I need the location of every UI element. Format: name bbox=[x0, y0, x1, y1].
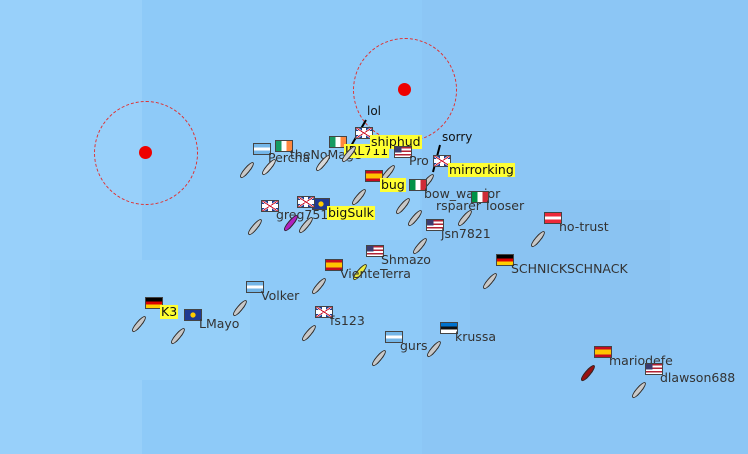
boat-name-label: shiphud bbox=[370, 134, 422, 149]
boat-name-label: Pro bbox=[409, 153, 429, 168]
usa-flag-icon bbox=[426, 219, 444, 231]
boat-name-label: LMayo bbox=[199, 316, 240, 331]
boat-name-label: krussa bbox=[455, 329, 496, 344]
race-mark-left[interactable] bbox=[94, 101, 198, 205]
boat-name-label: no-trust bbox=[559, 219, 609, 234]
uk-flag-icon bbox=[261, 200, 279, 212]
italy-flag-icon bbox=[471, 191, 489, 203]
boat-name-label: jsn7821 bbox=[441, 226, 491, 241]
chat-bubble-lol: lol bbox=[367, 104, 382, 118]
germany-flag-icon bbox=[496, 254, 514, 266]
uk-flag-icon bbox=[355, 127, 373, 139]
estonia-flag-icon bbox=[440, 322, 458, 334]
sea-tile bbox=[470, 200, 670, 360]
argentina-flag-icon bbox=[253, 143, 271, 155]
argentina-flag-icon bbox=[246, 281, 264, 293]
boat-name-label: VienteTerra bbox=[340, 266, 411, 281]
boat-name-label: mirrorking bbox=[448, 162, 515, 177]
sea-tile bbox=[50, 260, 250, 380]
mark-dot bbox=[139, 146, 152, 159]
eu-flag-icon bbox=[184, 309, 202, 321]
chat-bubble-sorry: sorry bbox=[442, 130, 473, 144]
boat-name-label: bug bbox=[380, 177, 406, 192]
usa-flag-icon bbox=[645, 363, 663, 375]
boat-name-label: looser bbox=[486, 198, 525, 213]
argentina-flag-icon bbox=[385, 331, 403, 343]
spain-flag-icon bbox=[325, 259, 343, 271]
boat-name-label: Percha bbox=[268, 150, 311, 165]
spain-flag-icon bbox=[594, 346, 612, 358]
uk-flag-icon bbox=[433, 155, 451, 167]
boat-name-label: mariodefe bbox=[609, 353, 673, 368]
boat-name-label: bigSulk bbox=[327, 205, 375, 220]
uk-flag-icon bbox=[315, 306, 333, 318]
usa-flag-icon bbox=[394, 146, 412, 158]
austria-flag-icon bbox=[544, 212, 562, 224]
boat-name-label: SCHNICKSCHNACK bbox=[511, 261, 628, 276]
mark-dot bbox=[398, 83, 411, 96]
italy-flag-icon bbox=[409, 179, 427, 191]
germany-flag-icon bbox=[145, 297, 163, 309]
boat-name-label: Shmazo bbox=[381, 252, 431, 267]
boat-name-label: fs123 bbox=[330, 313, 365, 328]
ireland-flag-icon bbox=[275, 140, 293, 152]
ireland-flag-icon bbox=[329, 136, 347, 148]
usa-flag-icon bbox=[366, 245, 384, 257]
boat-name-label: dlawson688 bbox=[660, 370, 736, 385]
boat-name-label: K3 bbox=[160, 304, 179, 319]
boat-name-label: gurs bbox=[400, 338, 428, 353]
spain-flag-icon bbox=[365, 170, 383, 182]
boat-name-label: Volker bbox=[261, 288, 300, 303]
uk-flag-icon bbox=[297, 196, 315, 208]
